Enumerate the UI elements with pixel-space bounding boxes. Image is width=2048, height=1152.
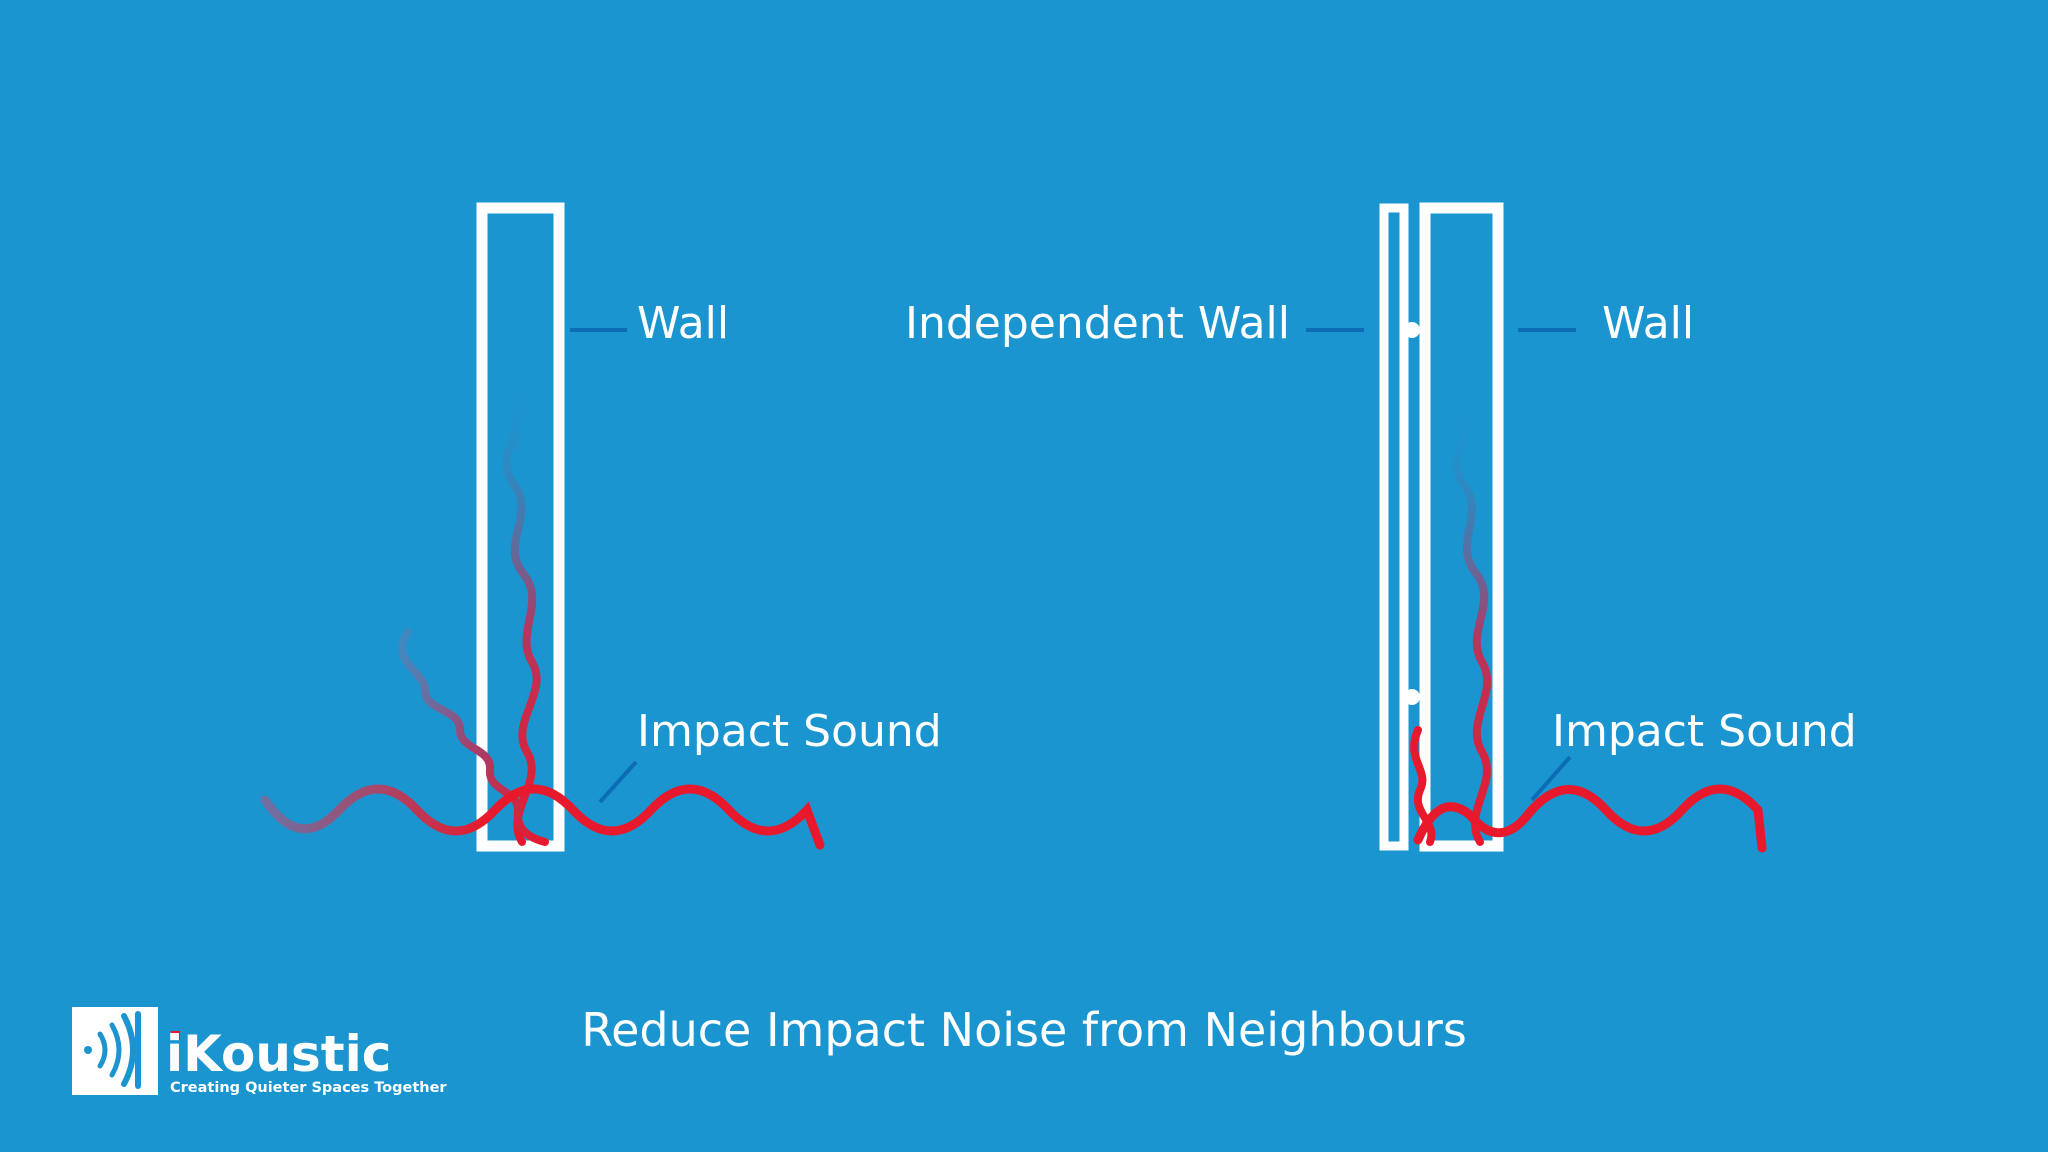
independent-wall-outline: [1379, 203, 1409, 851]
left-panel: Wall Impact Sound: [260, 202, 942, 852]
wall-tie-lower: [1404, 689, 1420, 705]
impact-sound-label: Impact Sound: [1552, 706, 1857, 757]
brand-dot: [171, 1031, 180, 1040]
flanking-sound-wave: [398, 628, 549, 846]
impact-leader-line: [598, 760, 638, 804]
sound-waves-icon: [84, 1011, 141, 1089]
independent-wall-label: Independent Wall: [905, 298, 1290, 349]
impact-leader-line: [1530, 755, 1572, 802]
impact-sound-label: Impact Sound: [637, 706, 942, 757]
brand-name: iKoustic: [166, 1025, 391, 1083]
diagram-caption: Reduce Impact Noise from Neighbours: [581, 1003, 1467, 1057]
wall-tie-upper: [1404, 322, 1420, 338]
right-panel: Independent Wall Wall Impact Sound: [905, 202, 1857, 853]
wall-label: Wall: [1602, 298, 1694, 349]
transmitted-sound-wave: [1453, 396, 1492, 846]
brand-tagline: Creating Quieter Spaces Together: [170, 1080, 447, 1096]
wall-outline: [476, 202, 565, 852]
transmitted-sound-wave: [502, 372, 541, 846]
wall-label: Wall: [637, 298, 729, 349]
wall-outline: [1419, 202, 1504, 852]
brand-logo: iKoustic Creating Quieter Spaces Togethe…: [72, 1007, 447, 1096]
impact-sound-wave: [1413, 784, 1767, 853]
impact-sound-wave: [260, 784, 825, 850]
